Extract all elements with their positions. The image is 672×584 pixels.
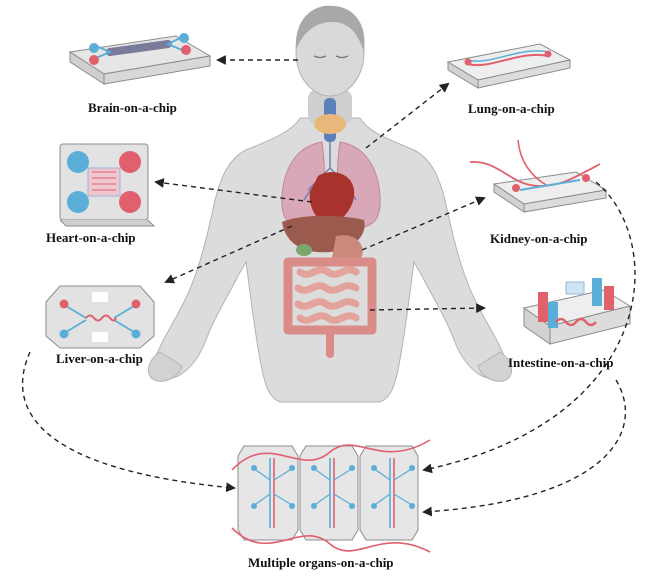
heart-chip (59, 143, 156, 227)
hair (295, 5, 365, 52)
lung-chip-label: Lung-on-a-chip (468, 101, 555, 116)
brain-chip (68, 33, 212, 85)
stomach (332, 235, 363, 264)
right-eye (335, 55, 349, 59)
thyroid (314, 114, 346, 134)
heart-chip-label: Heart-on-a-chip (46, 230, 136, 245)
intestine-chip (522, 278, 632, 345)
human-body (147, 5, 513, 403)
right-hand (477, 351, 513, 382)
multi-organ-chip-label: Multiple organs-on-a-chip (248, 555, 394, 570)
liver-chip (45, 285, 155, 349)
arrow-liver-to-multi (21, 351, 236, 493)
liver-chip-label: Liver-on-a-chip (56, 351, 143, 366)
left-hand (147, 351, 183, 382)
arrow-intestine-to-multi (422, 379, 627, 517)
arrow-to-liver (164, 225, 293, 284)
arrow-to-kidney (361, 196, 486, 251)
dashed-arrows (21, 55, 636, 517)
gallbladder (296, 244, 312, 256)
large-intestine (283, 257, 377, 335)
left-eye (313, 55, 327, 59)
heart-organ (309, 172, 355, 226)
kidney-chip (469, 139, 608, 213)
arrow-kidney-to-multi (422, 181, 636, 474)
small-intestine (294, 266, 360, 324)
lung-chip (446, 43, 572, 89)
multi-organ-chip (231, 439, 431, 553)
brain-chip-label: Brain-on-a-chip (88, 100, 177, 115)
kidney-chip-label: Kidney-on-a-chip (490, 231, 588, 246)
arrow-to-intestine (369, 303, 486, 314)
intestine-chip-label: Intestine-on-a-chip (508, 355, 614, 370)
